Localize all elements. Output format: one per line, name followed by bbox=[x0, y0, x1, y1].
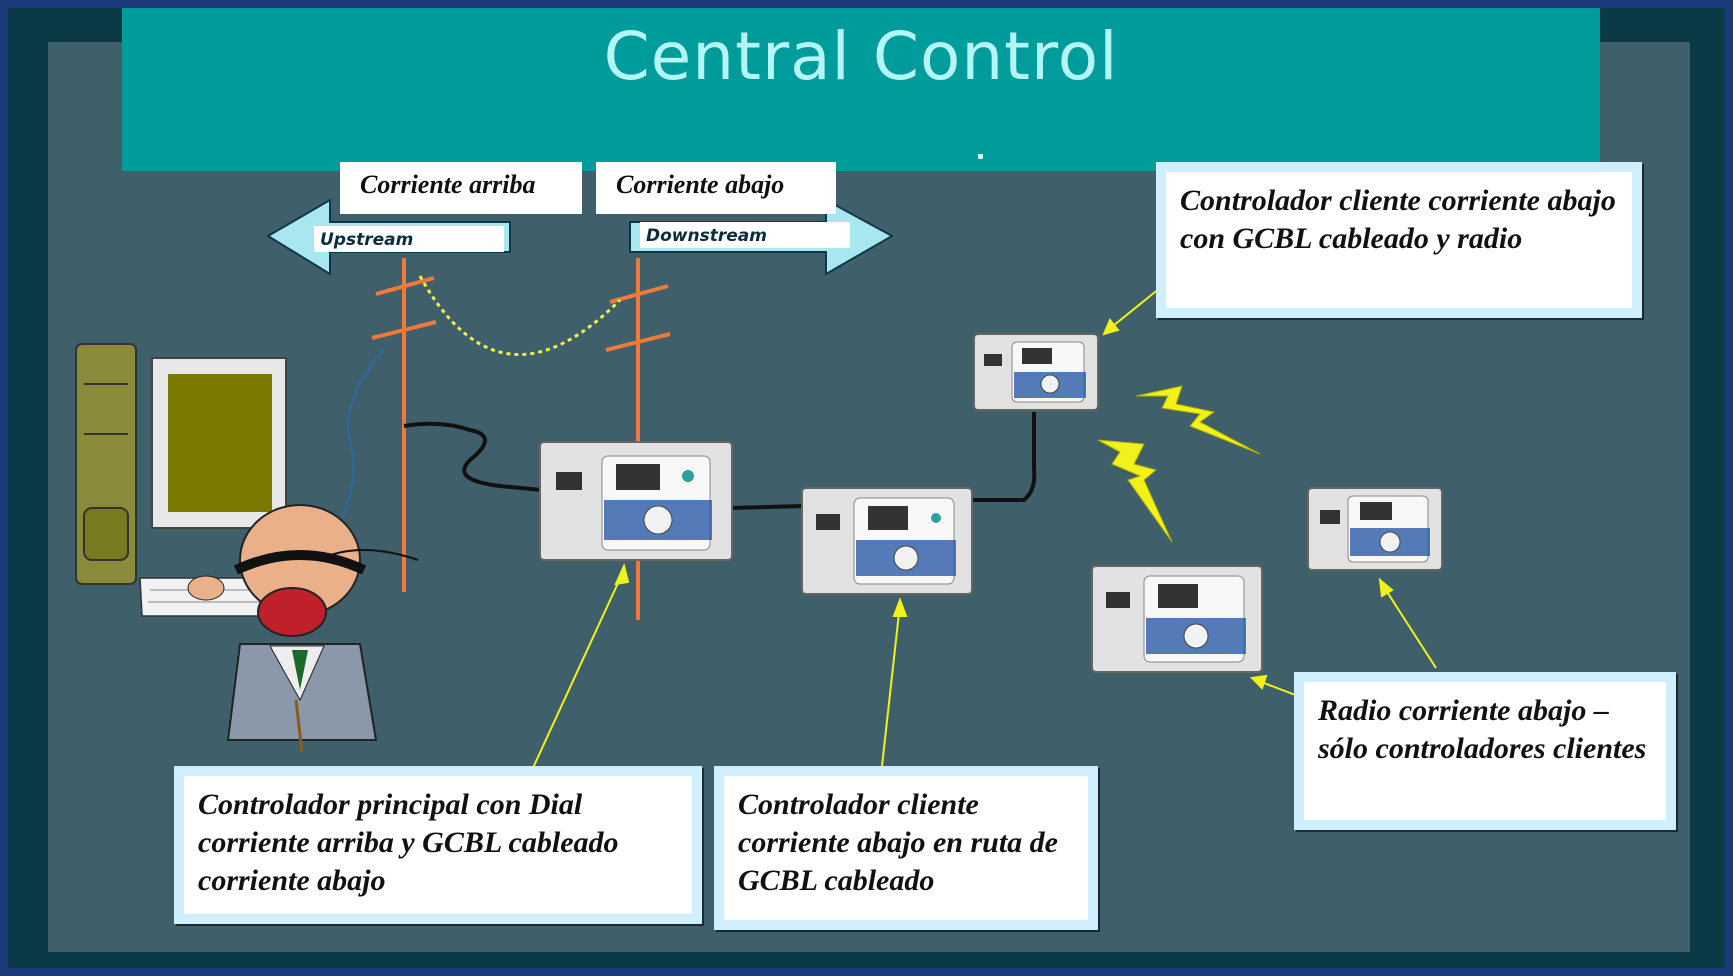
computer-icon bbox=[75, 343, 302, 617]
upstream-tag: Corriente arriba bbox=[340, 162, 582, 214]
lightning-icon bbox=[1097, 439, 1173, 543]
controller-client-wired bbox=[801, 487, 973, 595]
callout-client-wired: Controlador cliente corriente abajo en r… bbox=[714, 766, 1098, 930]
utility-pole-right bbox=[605, 258, 671, 620]
controller-client-wired-radio bbox=[973, 333, 1099, 411]
downstream-tag: Corriente abajo bbox=[596, 162, 836, 214]
callout-radio-only: Radio corriente abajo – sólo controlador… bbox=[1294, 672, 1676, 830]
upstream-arrow-label: Upstream bbox=[314, 226, 504, 252]
phone-line bbox=[418, 275, 622, 357]
callout-text: Controlador cliente corriente abajo con … bbox=[1166, 172, 1632, 308]
controller-radio-1 bbox=[1091, 565, 1263, 673]
modem-cable bbox=[339, 349, 385, 525]
title-dot bbox=[978, 154, 983, 159]
controller-radio-2 bbox=[1307, 487, 1443, 571]
page-title: Central Control bbox=[603, 18, 1119, 95]
lightning-icon bbox=[1135, 385, 1261, 455]
downstream-arrow-label: Downstream bbox=[640, 222, 850, 248]
gcbl-cable-2 bbox=[731, 504, 805, 510]
gcbl-cable-3 bbox=[970, 412, 1037, 502]
callout-text: Controlador cliente corriente abajo en r… bbox=[724, 776, 1088, 920]
title-bar: Central Control bbox=[122, 8, 1600, 171]
callout-client-wired-radio: Controlador cliente corriente abajo con … bbox=[1156, 162, 1642, 318]
callout-text: Controlador principal con Dial corriente… bbox=[184, 776, 692, 914]
operator-cartoon-icon bbox=[187, 504, 419, 753]
controller-main bbox=[539, 441, 733, 561]
callout-main-controller: Controlador principal con Dial corriente… bbox=[174, 766, 702, 924]
pointer-lines bbox=[531, 287, 1437, 771]
callout-text: Radio corriente abajo – sólo controlador… bbox=[1304, 682, 1666, 820]
gcbl-cable-1 bbox=[403, 421, 543, 492]
